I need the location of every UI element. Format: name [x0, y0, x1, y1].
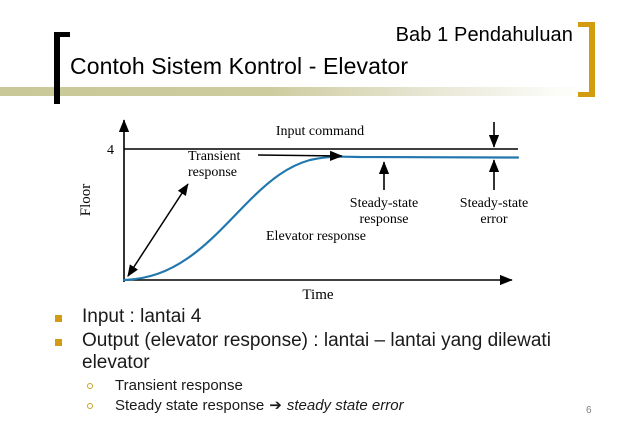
header-gold-bar [0, 87, 600, 96]
page-number: 6 [586, 405, 592, 416]
list-item-label-italic: steady state error [286, 397, 404, 414]
transient-range-arrow [127, 183, 189, 278]
list-item: Transient response [87, 376, 615, 395]
steady-state-response-label-line1: Steady-state [350, 196, 418, 211]
list-item-label-plain: Steady state response [115, 397, 265, 414]
elevator-response-curve [122, 155, 520, 282]
list-item-label: Input : lantai 4 [82, 306, 202, 327]
transient-response-label-line2: response [188, 165, 237, 180]
x-axis-label: Time [302, 287, 333, 303]
list-item: Output (elevator response) : lantai – la… [55, 330, 615, 374]
y-tick-label-4: 4 [107, 143, 114, 158]
list-item-label: Transient response [115, 377, 243, 394]
steady-state-response-label-line2: response [360, 212, 409, 227]
chapter-label: Bab 1 Pendahuluan [395, 24, 573, 46]
steady-state-error-label-line2: error [480, 212, 508, 227]
bullet-list: Input : lantai 4 Output (elevator respon… [55, 306, 615, 416]
list-item: Steady state response➔steady state error [87, 396, 615, 415]
list-item-label: Output (elevator response) : lantai – la… [82, 330, 551, 373]
elevator-response-chart: 4 Floor Time Input command Transient res… [70, 112, 570, 304]
bullet-circle-icon [87, 383, 93, 389]
steady-state-error-label-line1: Steady-state [460, 196, 528, 211]
bracket-right-decoration [578, 22, 595, 97]
bullet-circle-icon [87, 403, 93, 409]
elevator-response-label: Elevator response [266, 229, 366, 244]
transient-response-label-line1: Transient [188, 149, 240, 164]
bracket-left-decoration [54, 32, 70, 104]
list-item: Input : lantai 4 [55, 306, 615, 328]
list-item-label-composite: Steady state response➔steady state error [115, 396, 404, 415]
input-command-label: Input command [276, 124, 364, 139]
arrow-right-icon: ➔ [269, 397, 282, 414]
bullet-square-icon [55, 315, 62, 322]
page-title: Contoh Sistem Kontrol - Elevator [70, 53, 409, 79]
transient-pointer-arrow [257, 150, 343, 161]
bullet-square-icon [55, 339, 62, 346]
y-axis-label: Floor [78, 184, 94, 217]
